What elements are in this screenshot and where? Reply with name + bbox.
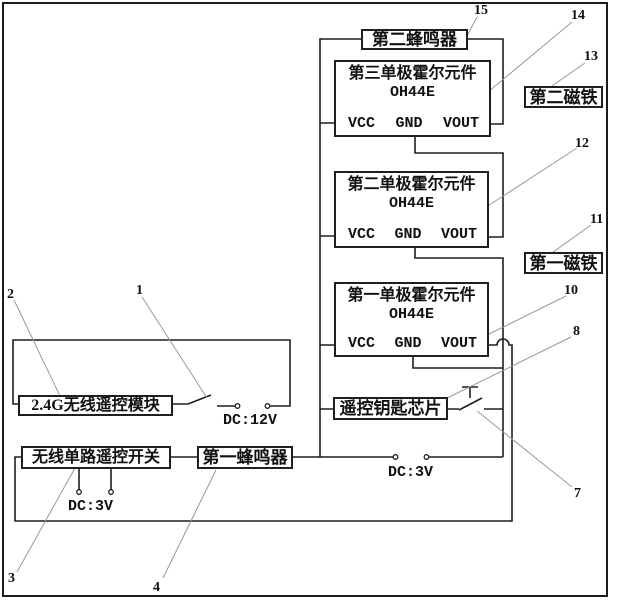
pin-gnd: GND — [395, 115, 423, 132]
wire-vcc-stubs — [320, 122, 336, 410]
wire-rf-loop — [12, 339, 291, 407]
hall3-title: 第三单极霍尔元件 — [348, 65, 477, 82]
buzzer2-label: 第二蜂鸣器 — [372, 30, 457, 49]
wire-gnd2-rail — [414, 248, 504, 457]
magnet1-label: 第一磁铁 — [529, 253, 598, 273]
magnet1-box: 第一磁铁 — [524, 252, 603, 274]
callout-8: 8 — [573, 324, 580, 339]
figure-border — [2, 2, 608, 597]
callout-15: 15 — [474, 3, 488, 18]
callout-14: 14 — [571, 8, 585, 23]
callout-13: 13 — [584, 49, 598, 64]
hall2-pins: VCC GND VOUT — [336, 227, 487, 246]
dc3v-right-label: DC:3V — [388, 464, 434, 481]
callout-4: 4 — [153, 580, 160, 595]
remote-switch-label: 无线单路遥控开关 — [31, 448, 160, 466]
remote-switch-box: 无线单路遥控开关 — [21, 446, 171, 469]
callout-7: 7 — [574, 486, 581, 501]
pin-vout: VOUT — [440, 226, 477, 243]
circuit-wires — [12, 38, 513, 522]
key-chip-label: 遥控钥匙芯片 — [339, 399, 442, 418]
hall2-title: 第二单极霍尔元件 — [347, 176, 476, 193]
wire-gnd3-vout2 — [414, 137, 504, 238]
pin-gnd: GND — [394, 226, 422, 243]
hall1-pins: VCC GND VOUT — [336, 336, 487, 355]
callout-11: 11 — [590, 212, 604, 227]
wire-dc3v-left-drops — [78, 469, 112, 490]
rf-module-box: 2.4G无线遥控模块 — [18, 395, 173, 416]
buzzer1-box: 第一蜂鸣器 — [197, 446, 293, 469]
buzzer1-label: 第一蜂鸣器 — [202, 448, 288, 467]
callout-2: 2 — [7, 287, 14, 302]
hall3-box: 第三单极霍尔元件 OH44E VCC GND VOUT — [334, 60, 491, 137]
pin-vcc: VCC — [348, 226, 376, 243]
hall2-model: OH44E — [388, 195, 434, 212]
dc3v-left-label: DC:3V — [68, 498, 114, 515]
callout-leader-lines — [13, 16, 592, 579]
callout-12: 12 — [575, 136, 589, 151]
dc12v-switch-icon — [187, 394, 212, 405]
hall1-box: 第一单极霍尔元件 OH44E VCC GND VOUT — [334, 282, 489, 357]
pin-vcc: VCC — [348, 115, 376, 132]
callout-1: 1 — [136, 283, 143, 298]
pin-vcc: VCC — [348, 335, 376, 352]
magnet2-box: 第二磁铁 — [524, 86, 603, 108]
callout-10: 10 — [564, 283, 578, 298]
wire-gnd1-jog — [412, 357, 503, 369]
buzzer2-box: 第二蜂鸣器 — [361, 29, 468, 50]
hall1-model: OH44E — [388, 306, 434, 323]
hall2-box: 第二单极霍尔元件 OH44E VCC GND VOUT — [334, 171, 489, 248]
wire-left-rail — [319, 38, 361, 457]
pin-vout: VOUT — [440, 335, 477, 352]
dc12v-label: DC:12V — [223, 412, 278, 429]
callout-3: 3 — [8, 571, 15, 586]
hall3-model: OH44E — [389, 84, 435, 101]
rf-module-label: 2.4G无线遥控模块 — [31, 396, 160, 414]
hall3-pins: VCC GND VOUT — [336, 116, 489, 135]
wire-vout1-bottom-loop — [14, 338, 513, 522]
battery-terminals — [76, 403, 430, 495]
magnet2-label: 第二磁铁 — [529, 87, 598, 107]
key-chip-box: 遥控钥匙芯片 — [333, 397, 448, 420]
wire-buzzer2-vout3 — [467, 38, 504, 125]
hall1-title: 第一单极霍尔元件 — [347, 287, 476, 304]
pin-vout: VOUT — [442, 115, 479, 132]
pin-gnd: GND — [394, 335, 422, 352]
